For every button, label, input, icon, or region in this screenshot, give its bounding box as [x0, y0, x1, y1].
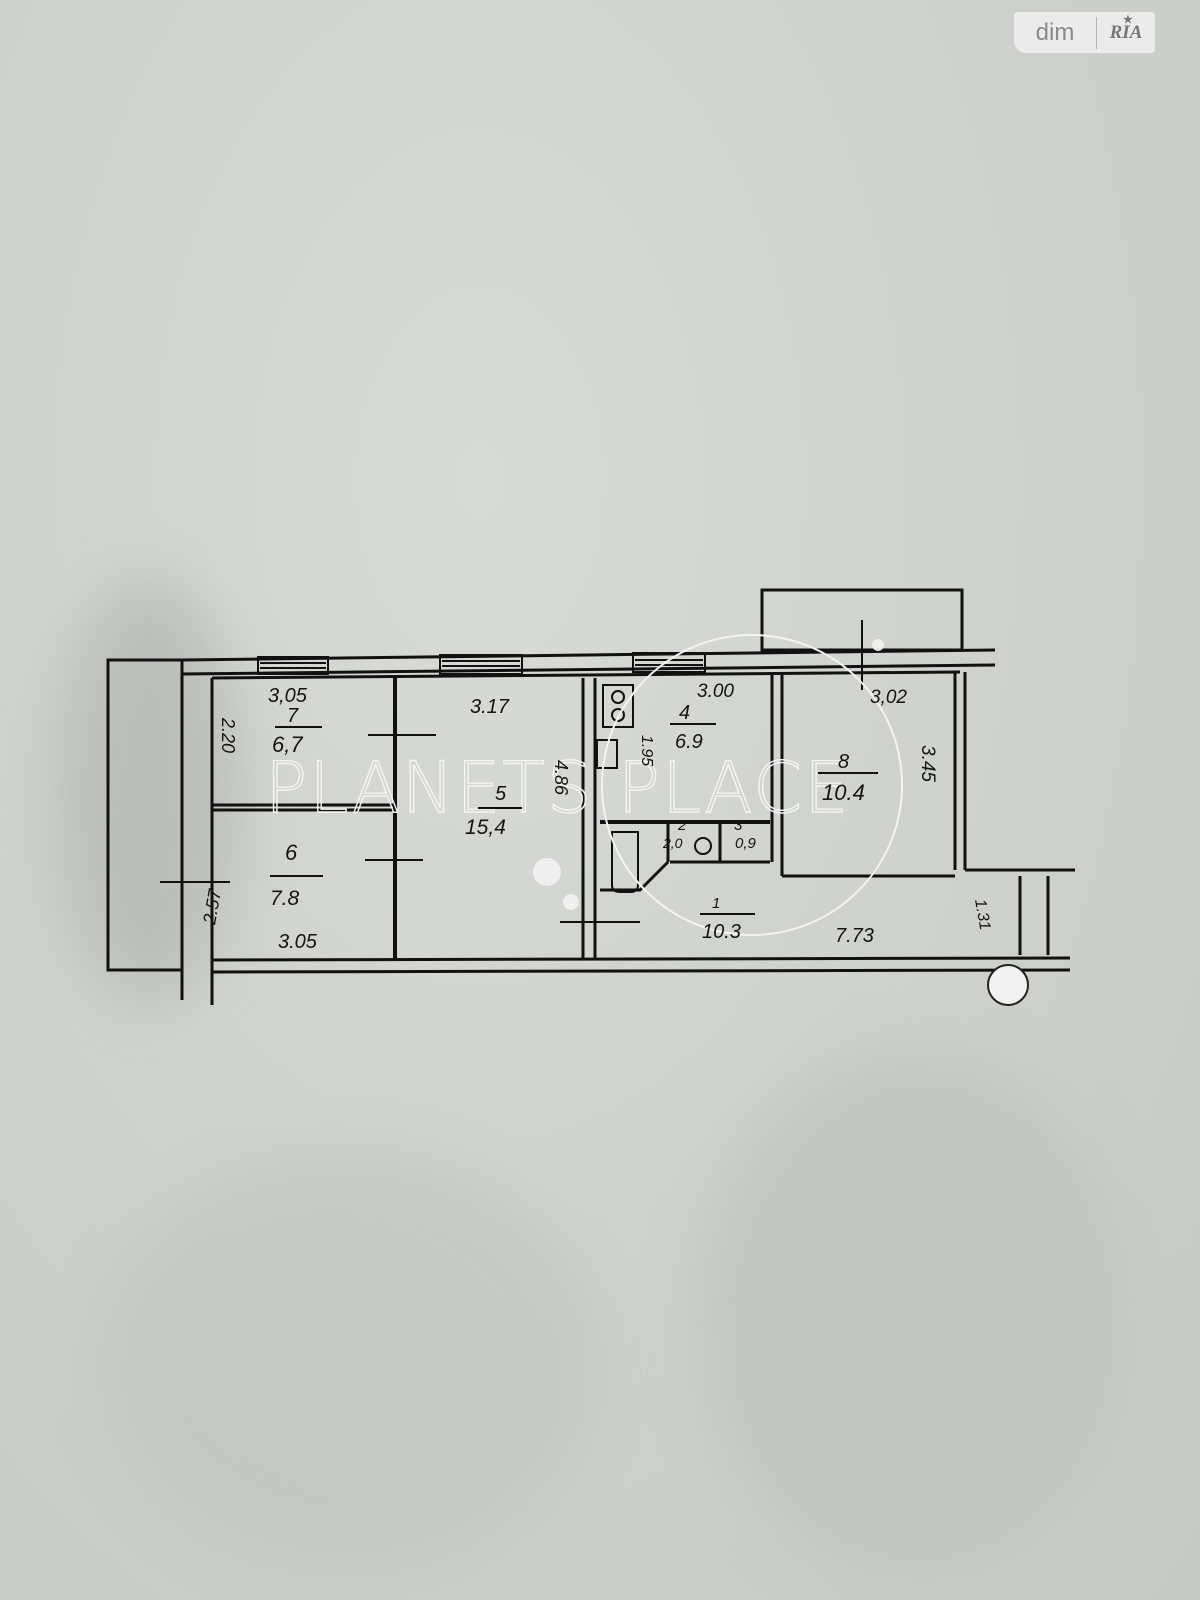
room7-area: 6,7 — [272, 732, 303, 757]
kitchen-dim-width: 3.00 — [697, 681, 734, 702]
outer-wall-top — [181, 648, 996, 662]
hall-number: 1 — [712, 895, 720, 912]
star-icon: ★ — [1123, 13, 1133, 26]
room8-dim-width: 3,02 — [870, 687, 907, 708]
shadow — [100, 1150, 600, 1570]
window — [257, 656, 329, 675]
room5-dim-height: 4.86 — [551, 760, 571, 796]
watermark-dot — [563, 894, 579, 910]
shadow — [60, 580, 240, 1000]
room5-dim-width: 3.17 — [470, 696, 510, 718]
hall-dim-length: 7.73 — [835, 925, 874, 947]
window — [632, 652, 706, 673]
inner-wall-top — [211, 670, 961, 680]
kitchen-dim-height: 1.95 — [638, 735, 655, 766]
room5-number: 5 — [495, 783, 507, 805]
sink-icon — [596, 739, 618, 769]
shadow — [700, 1050, 1120, 1570]
entrance-marker — [987, 964, 1029, 1006]
room8-area: 10.4 — [822, 780, 865, 805]
loggia — [106, 658, 184, 972]
watermark-circle — [601, 634, 903, 936]
fixtures — [160, 684, 712, 923]
room7-dim-width: 3,05 — [268, 685, 308, 707]
room8-dim-height: 3.45 — [917, 745, 938, 782]
room5-area: 15,4 — [465, 816, 506, 839]
room8-number: 8 — [838, 751, 849, 773]
toilet-icon — [694, 837, 712, 855]
entrance-dim: 1.31 — [971, 898, 993, 932]
room6-dim-height: 2.57 — [199, 887, 225, 927]
hall-area: 10.3 — [702, 921, 741, 943]
room6-dim-width: 3.05 — [278, 931, 318, 953]
wall-bottom — [211, 956, 1071, 962]
room7-dim-height: 2.20 — [218, 717, 238, 753]
logo-ria-text: RIA — [1109, 21, 1143, 43]
logo-dim-text: dim — [1035, 18, 1075, 46]
kitchen-area: 6.9 — [675, 731, 703, 753]
room6-area: 7.8 — [270, 887, 300, 910]
kitchen-number: 4 — [679, 702, 690, 724]
toilet-number: 3 — [734, 817, 743, 834]
stove-icon — [602, 684, 634, 728]
windows — [257, 652, 706, 675]
logo-divider — [1096, 16, 1097, 49]
bathroom-area: 2,0 — [662, 835, 683, 851]
watermark-dot — [872, 639, 884, 651]
dim-ria-logo[interactable]: dim ★RIA — [1014, 12, 1155, 53]
room7-number: 7 — [287, 705, 299, 727]
window — [439, 654, 523, 675]
bathroom-number: 2 — [677, 817, 687, 834]
toilet-area: 0,9 — [735, 835, 757, 852]
logo-ria: ★RIA — [1097, 14, 1155, 44]
watermark-dot — [533, 858, 561, 886]
room6-number: 6 — [285, 840, 298, 865]
bathtub-icon — [611, 831, 639, 893]
watermark-text: PLANETS PLACE — [265, 747, 850, 829]
